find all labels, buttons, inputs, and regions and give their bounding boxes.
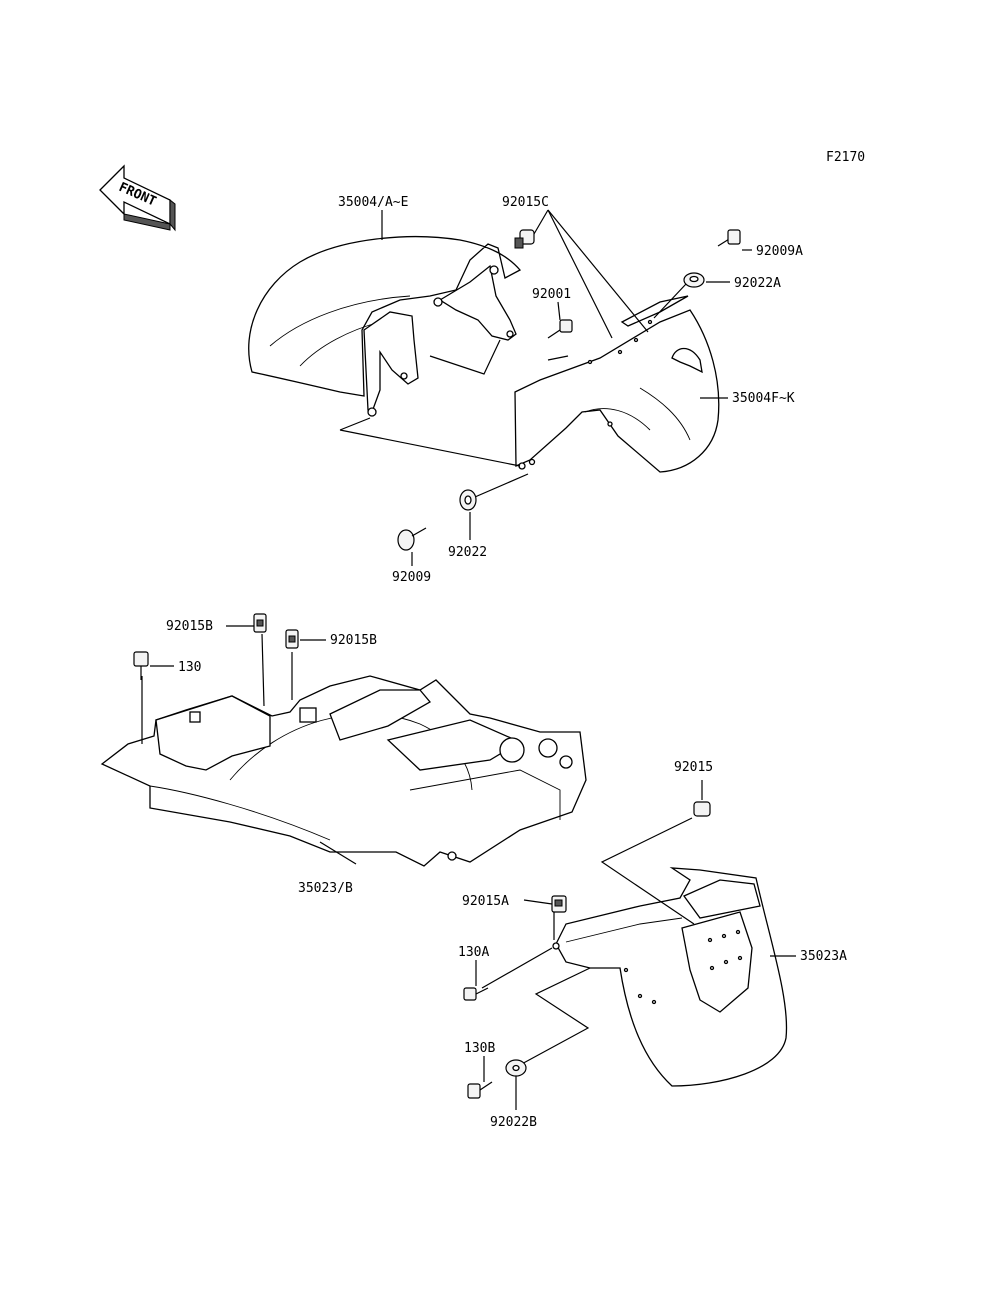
label-130: 130 xyxy=(178,660,201,675)
label-92015c: 92015C xyxy=(502,195,549,210)
nut-92015-icon xyxy=(693,801,711,817)
label-35004f-k: 35004F~K xyxy=(732,391,795,406)
label-92022: 92022 xyxy=(448,545,487,560)
clip-92015b-icon xyxy=(253,613,267,633)
bolt-92009a-icon xyxy=(717,229,741,247)
label-92015b-2: 92015B xyxy=(330,633,377,648)
rear-mudguard xyxy=(552,867,788,1087)
label-leaders xyxy=(150,209,796,1110)
label-92009a: 92009A xyxy=(756,244,803,259)
clip-92015c-icon xyxy=(514,229,535,249)
mudguard-leader-lines xyxy=(481,817,695,1067)
bolt-92001-icon xyxy=(547,319,573,339)
rear-inner-fender xyxy=(100,675,587,867)
washer-92022a-icon xyxy=(683,272,705,288)
label-130b: 130B xyxy=(464,1041,495,1056)
label-35004-a-e: 35004/A~E xyxy=(338,195,408,210)
washer-92022b-icon xyxy=(505,1059,527,1077)
rear-leader-lines xyxy=(141,633,357,865)
label-130a: 130A xyxy=(458,945,489,960)
bolt-130b-icon xyxy=(467,1081,493,1099)
label-92015: 92015 xyxy=(674,760,713,775)
label-92015b-1: 92015B xyxy=(166,619,213,634)
bolt-130-icon xyxy=(133,651,149,680)
label-92001: 92001 xyxy=(532,287,571,302)
clip-92015a-icon xyxy=(551,895,567,913)
label-35023-b: 35023/B xyxy=(298,881,353,896)
front-fender-lower xyxy=(514,295,720,473)
bolt-130a-icon xyxy=(463,987,489,1001)
front-fender-upper xyxy=(248,236,522,417)
bolt-92009-icon xyxy=(397,527,427,551)
label-92022b: 92022B xyxy=(490,1115,537,1130)
figure-code: F2170 xyxy=(826,150,865,165)
clip-92015b-second-icon xyxy=(285,629,299,649)
washer-92022-icon xyxy=(459,489,477,511)
label-92009: 92009 xyxy=(392,570,431,585)
label-92022a: 92022A xyxy=(734,276,781,291)
label-35023a: 35023A xyxy=(800,949,847,964)
front-arrow-icon: FRONT xyxy=(99,164,176,232)
label-92015a: 92015A xyxy=(462,894,509,909)
front-leader-lines xyxy=(339,209,687,501)
